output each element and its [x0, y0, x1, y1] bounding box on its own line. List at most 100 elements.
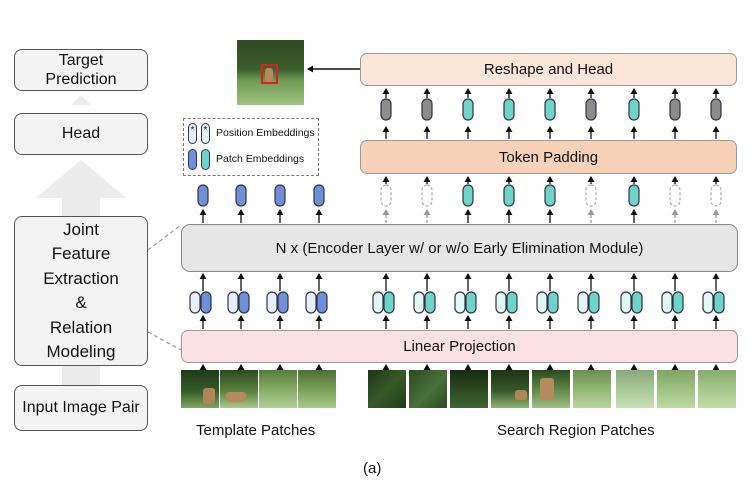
search-caption: Search Region Patches	[497, 422, 655, 439]
search-index-label: 6	[580, 295, 586, 305]
search-embedding-token	[631, 291, 643, 314]
template-embedding-token	[200, 291, 212, 314]
legend-patch-pill-b	[201, 149, 210, 170]
search-embedding-token	[713, 291, 725, 314]
legend-position-pill-a: *	[188, 123, 197, 144]
search-patch-1	[368, 370, 406, 408]
template-embedding-token	[238, 291, 250, 314]
input-pair-box: Input Image Pair	[14, 385, 148, 431]
linear-projection-label: Linear Projection	[403, 338, 516, 355]
search-index-label: 7	[623, 295, 629, 305]
eliminated-token	[669, 184, 681, 207]
legend-position-pill-b: *	[201, 123, 210, 144]
search-patch-9	[698, 370, 736, 408]
search-patch-8	[657, 370, 695, 408]
search-embedding-token	[672, 291, 684, 314]
input-pair-label: Input Image Pair	[22, 399, 140, 416]
padded-token	[585, 98, 597, 121]
eliminated-token	[710, 184, 722, 207]
restored-token	[503, 98, 515, 121]
template-index-label: 3	[269, 295, 275, 305]
template-output-token	[274, 184, 286, 207]
search-patch-3	[450, 370, 488, 408]
search-index-label: 9	[705, 295, 711, 305]
linear-projection-box: Linear Projection	[181, 330, 738, 363]
connector-top	[147, 224, 182, 251]
search-patch-7	[616, 370, 654, 408]
template-index-label: 1	[192, 295, 198, 305]
template-output-token	[313, 184, 325, 207]
search-output-token	[462, 184, 474, 207]
template-caption: Template Patches	[196, 422, 316, 439]
legend-position-row: * * Position Embeddings	[188, 123, 316, 145]
deer-part	[515, 390, 527, 400]
search-index-label: 1	[375, 295, 381, 305]
search-patch-4	[491, 370, 529, 408]
template-output-token	[197, 184, 209, 207]
target-prediction-label: Target Prediction	[45, 52, 117, 88]
head-label: Head	[61, 125, 101, 142]
search-output-token	[628, 184, 640, 207]
target-prediction-box: Target Prediction	[14, 49, 148, 91]
encoder-label: N x (Encoder Layer w/ or w/o Early Elimi…	[275, 239, 644, 257]
search-embedding-token	[424, 291, 436, 314]
eliminated-token	[421, 184, 433, 207]
template-embedding-token	[316, 291, 328, 314]
search-index-label: 3	[457, 295, 463, 305]
template-patch-1	[181, 370, 219, 408]
padded-token	[710, 98, 722, 121]
big-arrow-head	[71, 95, 91, 105]
big-arrow-input	[62, 366, 100, 385]
search-index-label: 2	[416, 295, 422, 305]
search-output-token	[544, 184, 556, 207]
template-output-token	[235, 184, 247, 207]
deer-part	[203, 388, 215, 404]
search-output-token	[503, 184, 515, 207]
template-index-label: 2	[230, 295, 236, 305]
search-patch-6	[573, 370, 611, 408]
eliminated-token	[380, 184, 392, 207]
legend-position-text: Position Embeddings	[216, 127, 315, 139]
joint-feature-label: Joint Feature Extraction & Relation Mode…	[43, 219, 119, 362]
padded-token	[669, 98, 681, 121]
restored-token	[628, 98, 640, 121]
joint-feature-box: Joint Feature Extraction & Relation Mode…	[14, 216, 148, 366]
restored-token	[462, 98, 474, 121]
template-patch-2	[220, 370, 258, 408]
legend-position-symbol-b: *	[203, 125, 208, 136]
token-padding-box: Token Padding	[360, 140, 737, 174]
legend-patch-pill-a	[188, 149, 197, 170]
deer-part	[540, 378, 554, 400]
template-patch-4	[298, 370, 336, 408]
search-index-label: 4	[498, 295, 504, 305]
output-thumbnail	[237, 40, 304, 105]
padded-token	[421, 98, 433, 121]
prediction-box-marker	[261, 64, 278, 84]
search-embedding-token	[465, 291, 477, 314]
template-embedding-token	[277, 291, 289, 314]
search-patch-5	[532, 370, 570, 408]
connector-bottom	[147, 331, 182, 351]
encoder-box: N x (Encoder Layer w/ or w/o Early Elimi…	[181, 224, 738, 272]
search-embedding-token	[588, 291, 600, 314]
reshape-head-label: Reshape and Head	[483, 61, 614, 78]
figure-caption: (a)	[363, 460, 382, 477]
search-embedding-token	[547, 291, 559, 314]
search-patch-2	[409, 370, 447, 408]
search-index-label: 8	[664, 295, 670, 305]
deer-part	[226, 392, 246, 402]
search-index-label: 5	[539, 295, 545, 305]
legend-patch-row: Patch Embeddings	[188, 149, 316, 171]
restored-token	[544, 98, 556, 121]
big-arrow-joint	[36, 160, 126, 216]
legend-patch-text: Patch Embeddings	[216, 153, 305, 165]
token-padding-label: Token Padding	[498, 148, 599, 166]
head-box: Head	[14, 113, 148, 155]
deer-figure	[265, 68, 273, 82]
padded-token	[380, 98, 392, 121]
legend-box: * * Position Embeddings Patch Embeddings	[183, 118, 319, 176]
search-embedding-token	[383, 291, 395, 314]
template-patch-3	[259, 370, 297, 408]
search-embedding-token	[506, 291, 518, 314]
template-index-label: 4	[308, 295, 314, 305]
